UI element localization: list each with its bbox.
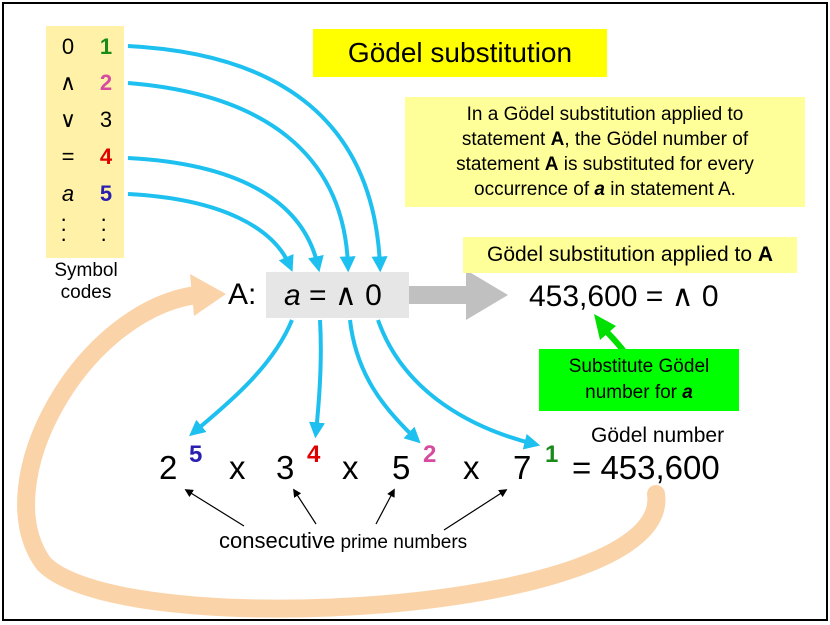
- prime-base: 2: [159, 449, 178, 486]
- statement-box: [266, 272, 409, 318]
- symbol-code: 5: [99, 181, 113, 206]
- caption-line: Symbol: [54, 260, 118, 281]
- note-line: Substitute Gödel: [568, 356, 710, 377]
- applied-label: Gödel substitution applied to A: [463, 237, 797, 273]
- godel-number-total: = 453,600: [572, 449, 720, 486]
- statement-label: A:: [228, 278, 257, 311]
- page-title: Gödel substitution: [313, 29, 607, 77]
- times-sign: x: [342, 449, 359, 486]
- prime-base: 3: [276, 449, 295, 486]
- explanation-note: In a Gödel substitution applied to state…: [405, 97, 805, 207]
- exponent: 5: [189, 441, 203, 468]
- symbol-row: a 5: [46, 181, 124, 211]
- ellipsis-dots: ···: [100, 206, 108, 251]
- note-line: occurrence of a in statement A.: [474, 179, 736, 200]
- prime-arrow-3: [293, 488, 317, 525]
- times-sign: x: [463, 449, 480, 486]
- note-line: number for a: [585, 382, 693, 403]
- note-line: statement A, the Gödel number of: [461, 129, 749, 150]
- substitute-note: Substitute Gödel number for a: [539, 349, 739, 411]
- symbol: 0: [61, 34, 75, 59]
- gray-arrow-shaft: [408, 286, 470, 304]
- godel-number-label: Gödel number: [591, 424, 725, 447]
- symbol-code: 2: [99, 70, 113, 95]
- symbol-row: ∨ 3: [46, 107, 124, 137]
- exponent: 4: [307, 441, 321, 468]
- caption-line: codes: [60, 282, 112, 303]
- arrow-code-1: [127, 44, 388, 273]
- symbol-row: = 4: [46, 144, 124, 174]
- prime-arrow-7: [443, 489, 508, 531]
- feedback-loop-arrow: [17, 285, 666, 618]
- arrow-code-5: [127, 192, 294, 272]
- arrow-code-4: [127, 156, 324, 273]
- arrow-to-exp-4: [309, 319, 325, 439]
- green-arrow-head: [594, 314, 616, 340]
- symbol-codes-panel: 0 1 ∧ 2 ∨ 3 = 4 a 5 ··· ···: [46, 26, 124, 258]
- arrow-to-exp-2: [348, 319, 421, 444]
- symbol-code: 4: [99, 144, 113, 169]
- arrow-to-exp-1: [376, 319, 541, 450]
- gray-arrow-head: [466, 270, 508, 320]
- arrow-code-2: [127, 81, 356, 273]
- substituted-result: 453,600 = ∧ 0: [529, 280, 719, 313]
- exponent: 1: [545, 441, 559, 468]
- symbol-codes-caption: Symbol codes: [42, 260, 130, 304]
- symbol-row: 0 1: [46, 34, 124, 64]
- note-line: statement A is substituted for every: [456, 154, 754, 175]
- prime-base: 5: [392, 449, 411, 486]
- statement-text: a = ∧ 0: [284, 279, 382, 312]
- symbol: ∧: [59, 70, 77, 95]
- feedback-loop-arrowhead: [190, 274, 226, 316]
- note-line: In a Gödel substitution applied to: [466, 104, 744, 125]
- prime-arrow-5: [375, 488, 395, 525]
- prime-base: 7: [513, 449, 532, 486]
- symbol: a: [61, 181, 75, 206]
- symbol: =: [61, 144, 75, 169]
- symbol: ∨: [59, 107, 77, 132]
- primes-caption: consecutive prime numbers: [219, 528, 468, 553]
- symbol-row: ∧ 2: [46, 70, 124, 100]
- arrow-to-exp-5: [189, 319, 294, 437]
- symbol-code: 1: [99, 34, 113, 59]
- times-sign: x: [229, 449, 246, 486]
- ellipsis-dots: ···: [60, 206, 68, 251]
- symbol-code: 3: [99, 107, 113, 132]
- exponent: 2: [423, 441, 437, 468]
- prime-arrow-2: [184, 489, 245, 527]
